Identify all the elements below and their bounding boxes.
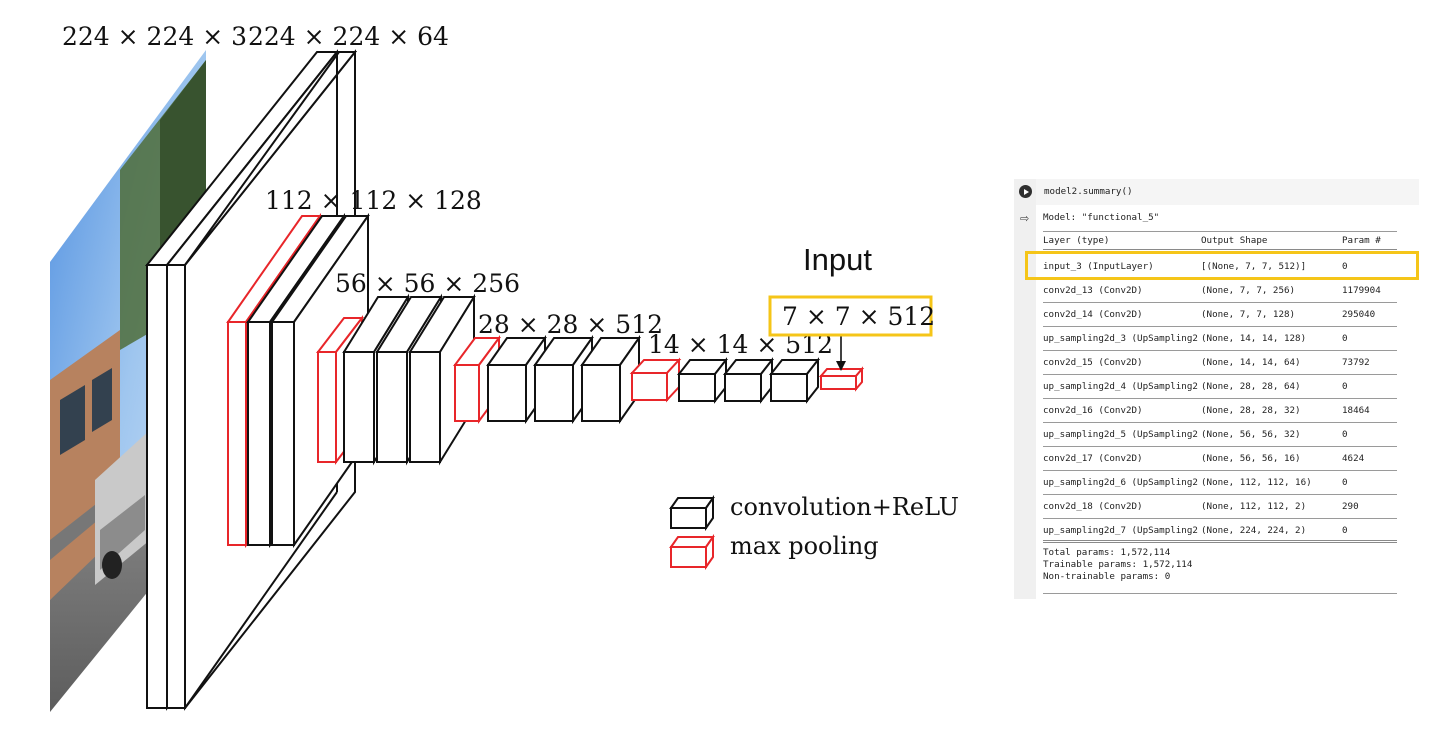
row-divider xyxy=(1043,422,1397,423)
layer-name-cell: conv2d_17 (Conv2D) xyxy=(1043,453,1143,464)
highlight-7x7-label xyxy=(768,295,933,337)
param-count-cell: 0 xyxy=(1342,525,1348,536)
param-count-cell: 18464 xyxy=(1342,405,1370,416)
output-shape-cell: (None, 7, 7, 256) xyxy=(1201,285,1296,296)
row-divider xyxy=(1043,398,1397,399)
conv-block-28 xyxy=(486,334,641,425)
summary-row: conv2d_16 (Conv2D) (None, 28, 28, 32) 1846… xyxy=(1014,405,1419,419)
row-divider xyxy=(1043,302,1397,303)
vgg-architecture-diagram: 224 × 224 × 3 224 × 224 × 64 112 × 112 ×… xyxy=(50,22,959,712)
input-label: Input xyxy=(803,242,872,277)
param-count-cell: 295040 xyxy=(1342,309,1376,320)
legend-pool-swatch xyxy=(669,533,715,571)
row-divider xyxy=(1043,470,1397,471)
code-cell-bar[interactable] xyxy=(1036,179,1419,205)
summary-row: conv2d_17 (Conv2D) (None, 56, 56, 16) 4624 xyxy=(1014,453,1419,467)
dim-label-112: 112 × 112 × 128 xyxy=(265,186,482,215)
param-count-cell: 1179904 xyxy=(1342,285,1381,296)
param-count-cell: 0 xyxy=(1342,261,1348,272)
summary-row: up_sampling2d_3 (UpSampling2(None, 14, 1… xyxy=(1014,333,1419,347)
layer-name-cell: up_sampling2d_3 (UpSampling2 xyxy=(1043,333,1198,344)
header-rule xyxy=(1043,249,1397,252)
param-count-cell: 0 xyxy=(1342,333,1348,344)
notebook-cell: model2.summary() ⇨ Model: "functional_5"… xyxy=(1014,179,1419,599)
output-shape-cell: (None, 7, 7, 128) xyxy=(1201,309,1296,320)
param-count-cell: 0 xyxy=(1342,381,1348,392)
summary-row: up_sampling2d_4 (UpSampling2(None, 28, 2… xyxy=(1014,381,1419,395)
pool-layer-7 xyxy=(818,366,865,392)
param-count-cell: 290 xyxy=(1342,501,1359,512)
legend-conv-label: convolution+ReLU xyxy=(730,493,959,521)
legend-pool-label: max pooling xyxy=(730,532,879,560)
header-output-shape: Output Shape xyxy=(1201,235,1268,246)
dim-label-28: 28 × 28 × 512 xyxy=(478,310,663,339)
dim-label-224x3: 224 × 224 × 3 xyxy=(62,22,247,51)
layer-name-cell: conv2d_13 (Conv2D) xyxy=(1043,285,1143,296)
output-shape-cell: (None, 112, 112, 2) xyxy=(1201,501,1307,512)
row-divider xyxy=(1043,518,1397,519)
total-params: Total params: 1,572,114 xyxy=(1043,547,1171,558)
output-shape-cell: (None, 14, 14, 64) xyxy=(1201,357,1301,368)
highlight-input-layer-row xyxy=(1025,251,1419,280)
layer-name-cell: up_sampling2d_7 (UpSampling2 xyxy=(1043,525,1198,536)
output-shape-cell: (None, 28, 28, 32) xyxy=(1201,405,1301,416)
model-name: Model: "functional_5" xyxy=(1043,212,1160,223)
output-shape-cell: (None, 56, 56, 32) xyxy=(1201,429,1301,440)
layer-name-cell: conv2d_14 (Conv2D) xyxy=(1043,309,1143,320)
legend: convolution+ReLU max pooling xyxy=(669,493,959,571)
layer-name-cell: conv2d_15 (Conv2D) xyxy=(1043,357,1143,368)
summary-row: conv2d_18 (Conv2D) (None, 112, 112, 2) 290 xyxy=(1014,501,1419,515)
summary-row: input_3 (InputLayer) [(None, 7, 7, 512)] 0 xyxy=(1014,261,1419,275)
output-shape-cell: (None, 224, 224, 2) xyxy=(1201,525,1307,536)
run-cell-icon[interactable] xyxy=(1019,185,1032,198)
row-divider xyxy=(1043,446,1397,447)
non-trainable-params: Non-trainable params: 0 xyxy=(1043,571,1171,582)
code-text[interactable]: model2.summary() xyxy=(1044,186,1133,197)
pool-layer-14 xyxy=(629,357,682,403)
summary-row: conv2d_15 (Conv2D) (None, 14, 14, 64) 7379… xyxy=(1014,357,1419,371)
summary-row: conv2d_13 (Conv2D) (None, 7, 7, 256) 11799… xyxy=(1014,285,1419,299)
layer-name-cell: up_sampling2d_6 (UpSampling2 xyxy=(1043,477,1198,488)
output-shape-cell: (None, 14, 14, 128) xyxy=(1201,333,1307,344)
output-icon[interactable]: ⇨ xyxy=(1020,212,1030,225)
header-layer: Layer (type) xyxy=(1043,235,1110,246)
row-divider xyxy=(1043,326,1397,327)
trainable-params: Trainable params: 1,572,114 xyxy=(1043,559,1193,570)
arrow-head xyxy=(836,361,846,371)
layer-name-cell: up_sampling2d_4 (UpSampling2 xyxy=(1043,381,1198,392)
dim-label-56: 56 × 56 × 256 xyxy=(335,269,520,298)
summary-row: conv2d_14 (Conv2D) (None, 7, 7, 128) 29504… xyxy=(1014,309,1419,323)
summary-row: up_sampling2d_5 (UpSampling2(None, 56, 5… xyxy=(1014,429,1419,443)
dim-label-7: 7 × 7 × 512 xyxy=(782,302,935,331)
layer-name-cell: up_sampling2d_5 (UpSampling2 xyxy=(1043,429,1198,440)
param-count-cell: 0 xyxy=(1342,477,1348,488)
summary-bottom-rule xyxy=(1043,593,1397,594)
layer-name-cell: conv2d_16 (Conv2D) xyxy=(1043,405,1143,416)
output-shape-cell: [(None, 7, 7, 512)] xyxy=(1201,261,1307,272)
output-shape-cell: (None, 56, 56, 16) xyxy=(1201,453,1301,464)
layer-name-cell: conv2d_18 (Conv2D) xyxy=(1043,501,1143,512)
row-divider xyxy=(1043,374,1397,375)
totals-rule xyxy=(1043,540,1397,543)
input-image xyxy=(50,50,206,712)
summary-row: up_sampling2d_6 (UpSampling2(None, 112, … xyxy=(1014,477,1419,491)
summary-row: up_sampling2d_7 (UpSampling2(None, 224, … xyxy=(1014,525,1419,539)
param-count-cell: 0 xyxy=(1342,429,1348,440)
row-divider xyxy=(1043,350,1397,351)
row-divider xyxy=(1043,494,1397,495)
header-params: Param # xyxy=(1342,235,1381,246)
param-count-cell: 73792 xyxy=(1342,357,1370,368)
conv-block-14 xyxy=(676,357,821,404)
layer-name-cell: input_3 (InputLayer) xyxy=(1043,261,1154,272)
legend-conv-swatch xyxy=(669,494,715,532)
param-count-cell: 4624 xyxy=(1342,453,1365,464)
cell-gutter xyxy=(1014,179,1036,599)
output-shape-cell: (None, 112, 112, 16) xyxy=(1201,477,1312,488)
dim-label-224x64: 224 × 224 × 64 xyxy=(248,22,449,51)
summary-top-rule xyxy=(1043,231,1397,232)
output-shape-cell: (None, 28, 28, 64) xyxy=(1201,381,1301,392)
